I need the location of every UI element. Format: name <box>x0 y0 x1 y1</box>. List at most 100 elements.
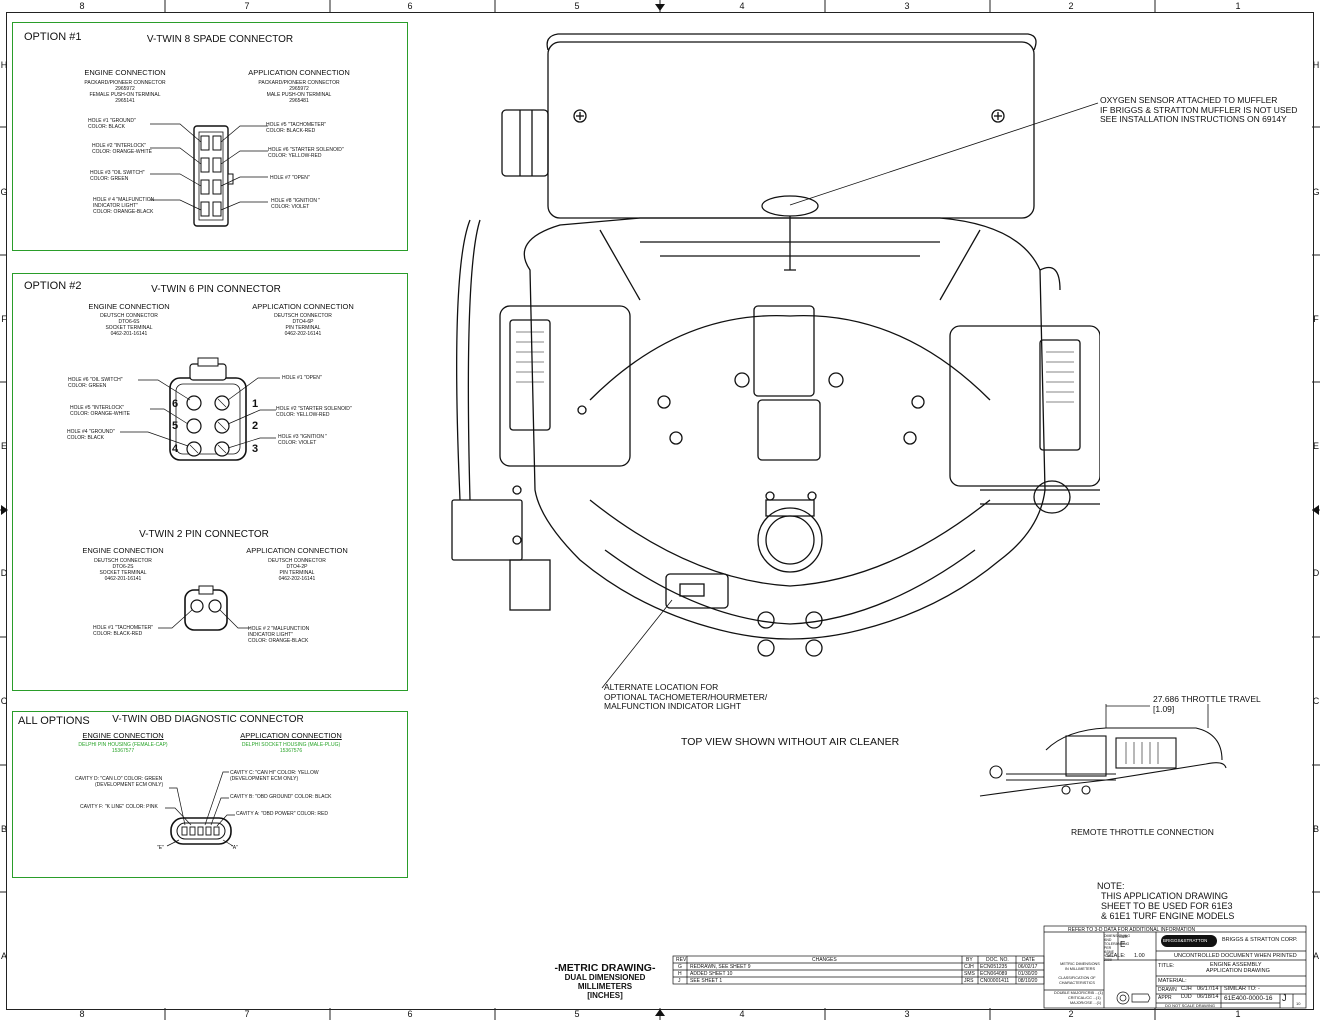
drawn-date: 06/17/14 <box>1197 986 1219 992</box>
hole-name: HOLE #1 "GROUND" <box>88 118 136 124</box>
obd-engine-spec: DELPHI PIN HOUSING (FEMALE-CAP) 15367577 <box>58 742 188 754</box>
hole-name: HOLE #5 "INTERLOCK" <box>70 405 125 411</box>
two-pin-app-heading: APPLICATION CONNECTION <box>246 546 348 555</box>
pin3-number: 3 <box>252 443 259 455</box>
rev-cell: 08/10/20 <box>1018 978 1038 984</box>
rev-cell: G <box>678 964 682 970</box>
bottom-zone-strip: 8 7 6 5 4 3 2 1 <box>6 1008 1312 1020</box>
opt1-hole8-label: HOLE #8 "IGNITION "COLOR: VIOLET <box>271 198 320 210</box>
zone-row: C <box>0 696 8 706</box>
obd-engine-heading: ENGINE CONNECTION <box>82 731 164 740</box>
revision-letter: J <box>1282 993 1287 1003</box>
zone-col: 1 <box>1235 1009 1241 1019</box>
two-pin-engine-heading: ENGINE CONNECTION <box>82 546 164 555</box>
hole-color: COLOR: ORANGE-BLACK <box>93 209 154 215</box>
opt1-hole3-label: HOLE #3 "OIL SWITCH"COLOR: GREEN <box>90 170 145 182</box>
pin5-number: 5 <box>172 420 179 432</box>
opt1-hole5-label: HOLE #5 "TACHOMETER"COLOR: BLACK-RED <box>266 122 326 134</box>
opt1-hole6-label: HOLE #6 "STARTER SOLENOID"COLOR: YELLOW-… <box>268 147 344 159</box>
hole-color: COLOR: BLACK <box>67 435 104 441</box>
zone-col: 1 <box>1235 1 1241 11</box>
hole-color: COLOR: BLACK <box>88 124 125 130</box>
all-options-panel <box>12 711 408 878</box>
rev-header-doc: DOC. NO. <box>986 957 1009 963</box>
brand-logo: BRIGGS&STRATTON <box>1163 938 1208 943</box>
throttle-travel-dim: 27.686 THROTTLE TRAVEL <box>1153 694 1261 704</box>
spec-line: 2965972 <box>289 86 309 92</box>
zone-row: G <box>0 187 8 197</box>
metric-line: MILLIMETERS <box>577 982 633 991</box>
callout-line: OPTIONAL TACHOMETER/HOURMETER/ <box>604 691 768 702</box>
zone-col: 6 <box>407 1 413 11</box>
hole-color: COLOR: YELLOW-RED <box>276 412 330 418</box>
hole-name: HOLE #8 "IGNITION " <box>271 198 321 204</box>
dimensioning-note: DIMENSIONING AND TOLERANCING PER ASME Y1… <box>1104 934 1131 962</box>
rev-cell: 06/02/17 <box>1018 964 1038 970</box>
opt2-hole3-label: HOLE #3 "IGNITION "COLOR: VIOLET <box>278 434 327 446</box>
opt1-hole1-label: HOLE #1 "GROUND"COLOR: BLACK <box>88 118 136 130</box>
option2-app-spec: DEUTSCH CONNECTOR DTO4-6P PIN TERMINAL 0… <box>238 313 368 337</box>
zone-row: F <box>1313 314 1319 324</box>
hole-name: HOLE #1 "TACHOMETER" <box>93 625 154 631</box>
obd-connector <box>165 771 235 847</box>
hole-extra: INDICATOR LIGHT" <box>93 203 138 209</box>
do-not-scale: DO NOT SCALE DRAWING <box>1165 1003 1216 1008</box>
hole-color: COLOR: YELLOW-RED <box>268 153 322 159</box>
spec-line: PIN TERMINAL <box>279 570 315 576</box>
metric-line: [INCHES] <box>587 991 623 1000</box>
hole-name: HOLE # 4 "MALFUNCTION <box>93 197 155 203</box>
option1-panel <box>12 22 408 251</box>
cavity-text: CAVITY D: "CAN LO" COLOR: GREEN <box>75 776 163 782</box>
hole-name: HOLE #3 "IGNITION " <box>278 434 328 440</box>
zone-col: 2 <box>1068 1009 1074 1019</box>
option1-engine-spec: PACKARD/PIONEER CONNECTOR 2965972 FEMALE… <box>60 80 190 104</box>
appr-date: 06/18/14 <box>1197 994 1219 1000</box>
opt1-hole2-label: HOLE #2 "INTERLOCK"COLOR: ORANGE-WHITE <box>92 143 152 155</box>
appr-label: APPR <box>1158 995 1172 1001</box>
size-value: E <box>1120 940 1126 949</box>
zone-col: 8 <box>79 1009 85 1019</box>
rev-cell: SMS <box>964 971 975 977</box>
note-line: THIS APPLICATION DRAWING <box>1101 891 1229 901</box>
spec-line: 0462-202-16141 <box>284 331 322 337</box>
metric-drawing-block: -METRIC DRAWING- DUAL DIMENSIONED MILLIM… <box>545 963 665 1000</box>
two-pin-app-spec: DEUTSCH CONNECTOR DTO4-2P PIN TERMINAL 0… <box>232 558 362 582</box>
appr-by: DJD <box>1181 994 1192 1000</box>
spec-line: DEUTSCH CONNECTOR <box>94 558 152 564</box>
rev-header-date: DATE <box>1022 957 1035 963</box>
spec-line: PACKARD/PIONEER CONNECTOR <box>258 80 340 86</box>
option2-panel <box>12 273 408 691</box>
metric-line: DUAL DIMENSIONED <box>564 973 646 982</box>
scale-label: SCALE: <box>1106 953 1126 959</box>
zone-row: A <box>1312 951 1319 961</box>
rev-cell: 01/30/20 <box>1018 971 1038 977</box>
cavity-text: CAVITY C: "CAN HI" COLOR: YELLOW <box>230 770 319 776</box>
hole-color: COLOR: ORANGE-BLACK <box>248 638 309 644</box>
hole-name: HOLE #3 "OIL SWITCH" <box>90 170 145 176</box>
metric-dimensions-note: METRIC DIMENSIONS IN MILLIMETERS <box>1060 962 1100 971</box>
cavity-c-label: CAVITY C: "CAN HI" COLOR: YELLOW(DEVELOP… <box>230 770 319 782</box>
material-label: MATERIAL: <box>1158 978 1187 984</box>
two-pin-engine-spec: DEUTSCH CONNECTOR DTO6-2S SOCKET TERMINA… <box>58 558 188 582</box>
zone-col: 7 <box>244 1009 250 1019</box>
pin6-number: 6 <box>172 398 179 410</box>
company-name: BRIGGS & STRATTON CORP. <box>1222 937 1298 943</box>
zone-row: H <box>0 60 8 70</box>
scale-value: 1.00 <box>1134 953 1145 959</box>
spec-line: DELPHI PIN HOUSING (FEMALE-CAP) <box>78 742 168 748</box>
zone-row: C <box>1312 696 1320 706</box>
zone-col: 3 <box>904 1 910 11</box>
drawing-title-1: ENGINE ASSEMBLY <box>1210 962 1262 968</box>
option2-title: V-TWIN 6 PIN CONNECTOR <box>151 284 281 295</box>
spec-line: 15367577 <box>111 748 135 754</box>
spec-line: DTO6-6S <box>118 319 140 325</box>
major: MAJOR/OSE ...(1) <box>1070 1001 1102 1005</box>
cavity-b-label: CAVITY B: "OBD GROUND" COLOR: BLACK <box>230 794 332 800</box>
cavity-d-label: CAVITY D: "CAN LO" COLOR: GREEN(DEVELOPM… <box>75 776 163 788</box>
end-e-label: "E" <box>157 845 164 851</box>
zone-col: 3 <box>904 1009 910 1019</box>
zone-row: D <box>0 568 8 578</box>
opt2-hole1-label: HOLE #1 "OPEN" <box>282 375 322 381</box>
hole-extra: INDICATOR LIGHT" <box>248 632 293 638</box>
